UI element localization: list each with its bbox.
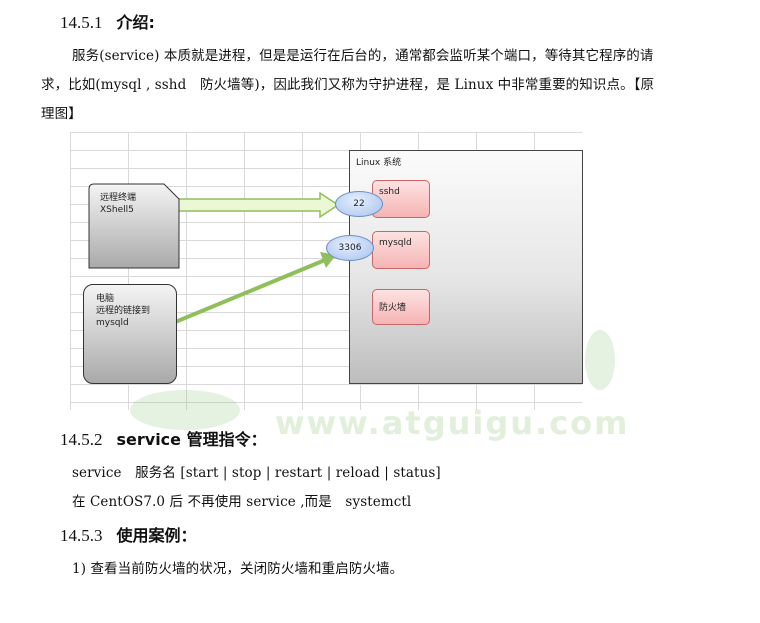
intro-line-3: 理图】 [41, 106, 82, 122]
service-firewall-label: 防火墙 [379, 303, 407, 313]
intro-line-1: 服务(service) 本质就是进程，但是是运行在后台的，通常都会监听某个端口，… [72, 48, 654, 64]
command-syntax: service 服务名 [start | stop | restart | re… [72, 465, 441, 481]
port-22: 22 [335, 191, 383, 217]
watermark-leaf-right [585, 330, 615, 390]
port-3306-label: 3306 [338, 243, 362, 253]
client-computer-label: 电脑 远程的链接到 mysqld [96, 293, 150, 329]
section-heading-commands: 14.5.2 service 管理指令： [60, 426, 267, 450]
client-computer-line-3: mysqld [96, 318, 129, 328]
client-terminal-line-1: 远程终端 [100, 193, 137, 203]
example-item-1: 1) 查看当前防火墙的状况，关闭防火墙和重启防火墙。 [72, 561, 404, 577]
principle-diagram: Linux 系统 sshd mysqld 防火墙 远程终端 XShell5 [70, 132, 583, 410]
service-sshd-label: sshd [379, 187, 400, 197]
client-terminal-label: 远程终端 XShell5 [100, 192, 136, 216]
section-number: 14.5.3 [60, 526, 103, 545]
section-number: 14.5.1 [60, 13, 103, 32]
arrow-to-port-3306-line [155, 258, 326, 332]
section-title: 介绍: [116, 13, 155, 32]
intro-line-2: 求，比如(mysql , sshd 防火墙等)，因此我们又称为守护进程，是 Li… [41, 77, 655, 93]
service-sshd: sshd [372, 180, 430, 218]
linux-system-label: Linux 系统 [356, 158, 402, 168]
watermark-leaf-left [130, 390, 240, 430]
section-title: service 管理指令： [116, 430, 267, 449]
client-computer-line-2: 远程的链接到 [96, 306, 151, 316]
client-terminal-shape [88, 183, 180, 269]
client-terminal-line-2: XShell5 [100, 205, 134, 215]
client-computer-line-1: 电脑 [96, 294, 115, 304]
service-mysqld-label: mysqld [379, 238, 412, 248]
service-firewall: 防火墙 [372, 289, 430, 325]
client-computer: 电脑 远程的链接到 mysqld [83, 284, 177, 384]
section-number: 14.5.2 [60, 430, 103, 449]
port-3306: 3306 [326, 235, 374, 261]
section-heading-examples: 14.5.3 使用案例： [60, 522, 197, 546]
section-title: 使用案例： [116, 526, 197, 545]
port-22-label: 22 [353, 199, 365, 209]
command-note: 在 CentOS7.0 后 不再使用 service ,而是 systemctl [72, 494, 412, 510]
linux-system-box: Linux 系统 sshd mysqld 防火墙 [349, 150, 583, 384]
section-heading-intro: 14.5.1 介绍: [60, 9, 155, 33]
watermark-text: www.atguigu.com [275, 404, 630, 442]
